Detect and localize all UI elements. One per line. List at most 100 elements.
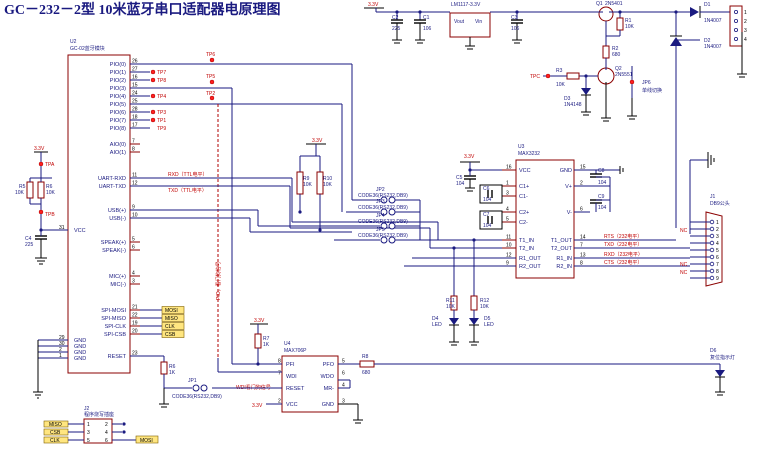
v33-label-u4: 3.3V	[254, 318, 265, 324]
q1-transistor: Q1 2N5401 R1 10K R2 680	[596, 1, 635, 66]
u3-left-pin-num-7: 12	[506, 253, 512, 259]
cts-232-label: CTS（232电平）	[604, 259, 642, 266]
j1-pin-num-2: 2	[716, 227, 719, 233]
rxd-232-label: RXD（232电平）	[604, 251, 643, 258]
u2-pin-num-28: 28	[132, 107, 138, 113]
u4-left-pin-num-1: 7	[278, 371, 281, 377]
u3-right-pin-num-5: 13	[580, 253, 586, 259]
u1-regulator: LM1117-3.3V Vout Vin	[449, 2, 491, 50]
spi-box-2	[161, 322, 185, 330]
u4-right-pin-num-0: 5	[342, 359, 345, 365]
u4-right-pin-num-3: 3	[342, 399, 345, 405]
tp6-label: TP6	[206, 52, 215, 58]
c2-ref: C2	[392, 15, 399, 21]
u3-left-pin-num-3: 4	[506, 207, 509, 213]
u2-pin-num-19: 19	[132, 321, 138, 327]
u1-part: LM1117-3.3V	[451, 2, 481, 8]
d2-val: 1N4007	[704, 44, 722, 50]
u2-pin-label-19: SPI-CLK	[105, 324, 127, 330]
jp3-note: CODE36(RS232,DB9)	[358, 205, 408, 211]
c1-val: 106	[423, 26, 432, 32]
q2-ref: Q2	[615, 66, 622, 72]
jp6-note: 单线切换	[642, 87, 662, 94]
u3-part: MAX3232	[518, 151, 540, 157]
jp2-pin-a	[380, 196, 388, 204]
u3-ref: U3	[518, 144, 525, 150]
spi-label-3: CSB	[165, 332, 176, 338]
u2-pin-num-26: 26	[132, 59, 138, 65]
u2-pin-label-25: PIO(5)	[110, 102, 126, 108]
u2-pin-num-20: 20	[132, 329, 138, 335]
u3-right-pin-num-6: 8	[580, 261, 583, 267]
u2-gnd-pin-num-2: 2	[59, 347, 62, 353]
j2-part: 程序烧写插座	[84, 411, 114, 418]
j1-pin-num-7: 7	[716, 262, 719, 268]
spi-box-0	[161, 306, 185, 314]
c9-ref: C9	[598, 194, 605, 200]
schematic-title: GC－232－2型 10米蓝牙串口适配器电原理图	[4, 1, 281, 18]
jp2-ref: JP2	[376, 187, 385, 193]
u2-gnd-pin-label-2: GND	[74, 350, 86, 356]
u4-right-pin-label-0: PFO	[323, 362, 335, 368]
j3-pin-hole-3	[734, 27, 739, 32]
d1-diode: D1 1N4007	[690, 2, 722, 24]
jp4-note: CODE36(RS232,DB9)	[358, 219, 408, 225]
r6-val-left: 10K	[46, 190, 56, 196]
u2-pin-label-12: UART-TXD	[99, 184, 126, 190]
jp5-pin-a	[380, 236, 388, 244]
c3-val: 106	[511, 26, 520, 32]
u2-pin-num-25: 25	[132, 99, 138, 105]
u3-left-pin-num-0: 16	[506, 165, 512, 171]
rs232-nets: RTS（232电平） TXD（232电平） RXD（232电平） CTS（232…	[404, 233, 690, 296]
u3-left-pin-label-3: C2+	[519, 210, 529, 216]
tp4-label: TP4	[157, 94, 166, 100]
r11-ref: R11	[446, 298, 455, 304]
c2-val: 225	[392, 26, 401, 32]
u2-pin-num-17: 17	[132, 123, 138, 129]
d6-ref: D6	[710, 348, 717, 354]
u4-right-pin-label-3: GND	[322, 402, 334, 408]
u3-left-pin-label-5: T1_IN	[519, 238, 534, 244]
u2-part: GC-02蓝牙模块	[70, 45, 105, 52]
j1-nc-1: NC	[680, 228, 688, 234]
tp9-label: TP9	[157, 126, 166, 132]
c6-val: 104	[483, 197, 492, 203]
r8-ref: R8	[362, 354, 369, 360]
jp2-note: CODE36(RS232,DB9)	[358, 193, 408, 199]
d4-ref: D4	[432, 316, 439, 322]
u2-pin-num-15: 15	[132, 83, 138, 89]
jp6-jumper: JP6 单线切换	[627, 66, 662, 120]
j1-pin-num-4: 4	[716, 241, 719, 247]
u3-caps: 3.3V C5 104 C6 104 C7 104 C8 104	[456, 154, 624, 230]
c4-ref: C4	[25, 236, 32, 242]
j2-miso-label: MISO	[49, 422, 62, 428]
u2-pin-label-15: PIO(3)	[110, 86, 126, 92]
r11-val: 10K	[446, 304, 456, 310]
u3-left-pin-label-0: VCC	[519, 168, 531, 174]
j3-pin-hole-1	[734, 9, 739, 14]
u2-ref: U2	[70, 39, 77, 45]
u4-right-pin-label-1: WDO	[321, 374, 335, 380]
u3-right-pin-label-1: V+	[565, 184, 572, 190]
j2-clk-label: CLK	[50, 438, 60, 444]
led-indicators: R11 10K R12 10K D4 LED D5 LED	[432, 295, 494, 346]
u2-pin-label-28: PIO(6)	[110, 110, 126, 116]
j2-mosi-box	[135, 435, 159, 444]
j1-pin-hole-6	[709, 254, 715, 260]
u2-pin-num-12: 12	[132, 181, 138, 187]
j3-pin-hole-2	[734, 18, 739, 23]
u2-pin-num-18: 18	[132, 115, 138, 121]
tp1-label: TP1	[157, 118, 166, 124]
u2-pin-label-6: SPEAK(-)	[102, 248, 126, 254]
d6-val: 复位指示灯	[710, 354, 735, 361]
d5-ref: D5	[484, 316, 491, 322]
v33-label-u4vcc: 3.3V	[252, 403, 263, 409]
u4-left-pin-num-0: 8	[278, 359, 281, 365]
u2-vcc-label: VCC	[74, 228, 86, 234]
u3-left-pin-label-7: R1_OUT	[519, 256, 541, 262]
jp4-ref: JP4	[376, 213, 385, 219]
u3-left-pin-num-4: 5	[506, 217, 509, 223]
jp1-ref: JP1	[188, 378, 197, 384]
